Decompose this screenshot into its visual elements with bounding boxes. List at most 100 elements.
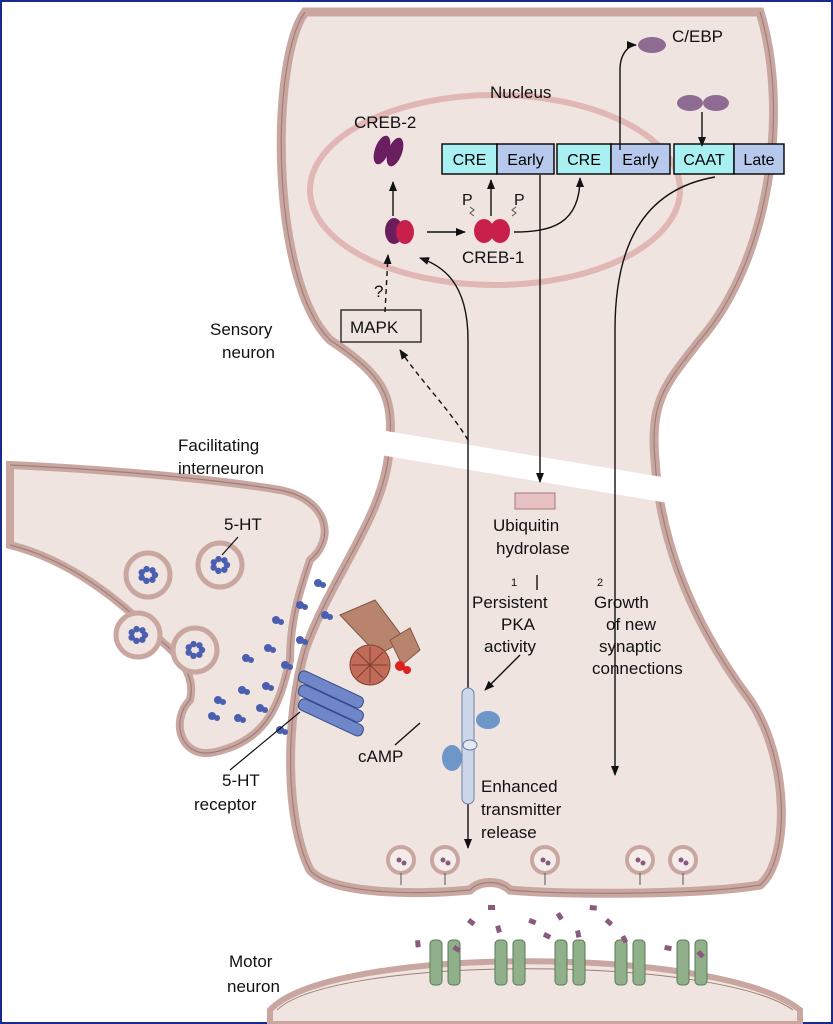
release-machinery <box>442 687 500 805</box>
transmitter-molecule-7 <box>575 930 582 938</box>
gene-box-4: CAAT <box>673 143 735 175</box>
transmitter-vesicle-1 <box>430 845 460 885</box>
ubiquitin-label-2: hydrolase <box>496 539 570 558</box>
creb2-creb1-complex <box>385 218 414 244</box>
enhanced-label-2: transmitter <box>481 800 562 819</box>
5ht-label: 5-HT <box>224 515 262 534</box>
ubiquitin-label-1: Ubiquitin <box>493 516 559 535</box>
growth-label-1: Growth <box>594 593 649 612</box>
gene-box-2: CRE <box>556 143 612 175</box>
facilitating-label-2: interneuron <box>178 459 264 478</box>
vesicle-5ht-1 <box>123 550 173 600</box>
sensory-label-2: neuron <box>222 343 275 362</box>
arrow-pka-activity <box>484 654 521 691</box>
motor-receptor-1 <box>494 939 526 986</box>
transmitter-molecule-8 <box>542 932 552 940</box>
gene-row: CRE Early CRE Early CAAT Late <box>441 143 785 175</box>
pka-label-2: PKA <box>501 615 536 634</box>
phospho-right-label: P <box>514 192 525 209</box>
growth-label-3: synaptic <box>599 637 662 656</box>
transmitter-vesicle-3 <box>625 845 655 885</box>
axon-break <box>380 430 680 505</box>
motor-receptor-channels <box>429 939 708 986</box>
enhanced-label-3: release <box>481 823 537 842</box>
transmitter-molecule-5 <box>589 905 597 911</box>
question-label: ? <box>374 282 383 301</box>
motor-neuron <box>267 958 803 1024</box>
transmitter-molecule-10 <box>664 945 672 952</box>
growth-label-4: connections <box>592 659 683 678</box>
arrow-creb1-to-cre2 <box>513 177 584 233</box>
gene-box-1: Early <box>496 143 555 175</box>
ubiquitin-hydrolase-shape <box>514 492 556 510</box>
cebp-protein <box>638 37 729 111</box>
facilitating-label-1: Facilitating <box>178 436 259 455</box>
transmitter-molecule-13 <box>452 945 462 953</box>
transmitter-molecule-1 <box>466 917 476 927</box>
motor-label-2: neuron <box>227 977 280 996</box>
transmitter-molecule-12 <box>415 940 421 948</box>
gene-box-label-0: CRE <box>453 152 487 169</box>
arrow-late-to-growth <box>611 176 716 776</box>
gene-box-label-4: CAAT <box>683 152 725 169</box>
receptor-label-2: receptor <box>194 795 257 814</box>
arrow-mapk-to-creb <box>383 254 392 313</box>
transmitter-in-cleft <box>415 905 705 959</box>
transmitter-vesicle-2 <box>530 845 560 885</box>
transmitter-molecule-2 <box>495 925 502 934</box>
transmitter-molecule-11 <box>696 950 705 959</box>
transmitter-molecule-6 <box>604 917 614 927</box>
arrow-to-cebp <box>619 41 637 150</box>
mapk-label: MAPK <box>350 318 399 337</box>
transmitter-molecule-4 <box>555 912 564 921</box>
gene-box-5: Late <box>733 143 785 175</box>
5ht-receptor <box>297 670 365 737</box>
transmitter-vesicle-4 <box>668 845 698 885</box>
step-2-label: 2 <box>597 577 603 589</box>
creb2-label: CREB-2 <box>354 113 416 132</box>
motor-label-1: Motor <box>229 952 273 971</box>
motor-receptor-4 <box>676 939 708 986</box>
gene-box-label-2: CRE <box>567 152 601 169</box>
nucleus-envelope <box>307 92 683 288</box>
gene-box-3: Early <box>610 143 671 175</box>
interneuron-vesicles <box>113 540 245 675</box>
pka-label-3: activity <box>484 637 536 656</box>
arrow-pka-to-nucleus <box>419 257 469 700</box>
enhanced-label-1: Enhanced <box>481 777 558 796</box>
sensory-label-1: Sensory <box>210 320 273 339</box>
vesicle-5ht-0 <box>195 540 245 590</box>
creb2-dimer <box>373 135 404 167</box>
transmitter-molecule-9 <box>620 935 629 944</box>
gene-box-label-5: Late <box>743 152 774 169</box>
gene-box-0: CRE <box>441 143 498 175</box>
gene-box-label-1: Early <box>507 152 543 169</box>
arrow-to-mapk <box>399 349 469 441</box>
nucleus-label: Nucleus <box>490 83 551 102</box>
motor-receptor-2 <box>554 939 586 986</box>
creb1-label: CREB-1 <box>462 248 524 267</box>
arrows <box>383 41 716 849</box>
line-camp <box>394 722 421 746</box>
transmitter-molecule-0 <box>488 905 495 910</box>
sensory-terminal-vesicles <box>386 845 698 885</box>
transmitter-molecule-3 <box>528 918 537 926</box>
cebp-label: C/EBP <box>672 27 723 46</box>
receptor-label-1: 5-HT <box>222 771 260 790</box>
pka-label-1: Persistent <box>472 593 548 612</box>
transmitter-vesicle-0 <box>386 845 416 885</box>
gene-box-label-3: Early <box>622 152 658 169</box>
leader-lines <box>221 536 301 771</box>
released-serotonin <box>208 579 333 735</box>
mapk-box <box>340 309 422 343</box>
motor-receptor-3 <box>614 939 646 986</box>
vesicle-5ht-3 <box>170 625 220 675</box>
creb1-dimer <box>469 206 517 243</box>
pka-complex <box>339 599 421 686</box>
camp-label: cAMP <box>358 747 403 766</box>
step-1-label: 1 <box>511 577 517 589</box>
growth-label-2: of new <box>606 615 657 634</box>
phospho-left-label: P <box>462 192 473 209</box>
